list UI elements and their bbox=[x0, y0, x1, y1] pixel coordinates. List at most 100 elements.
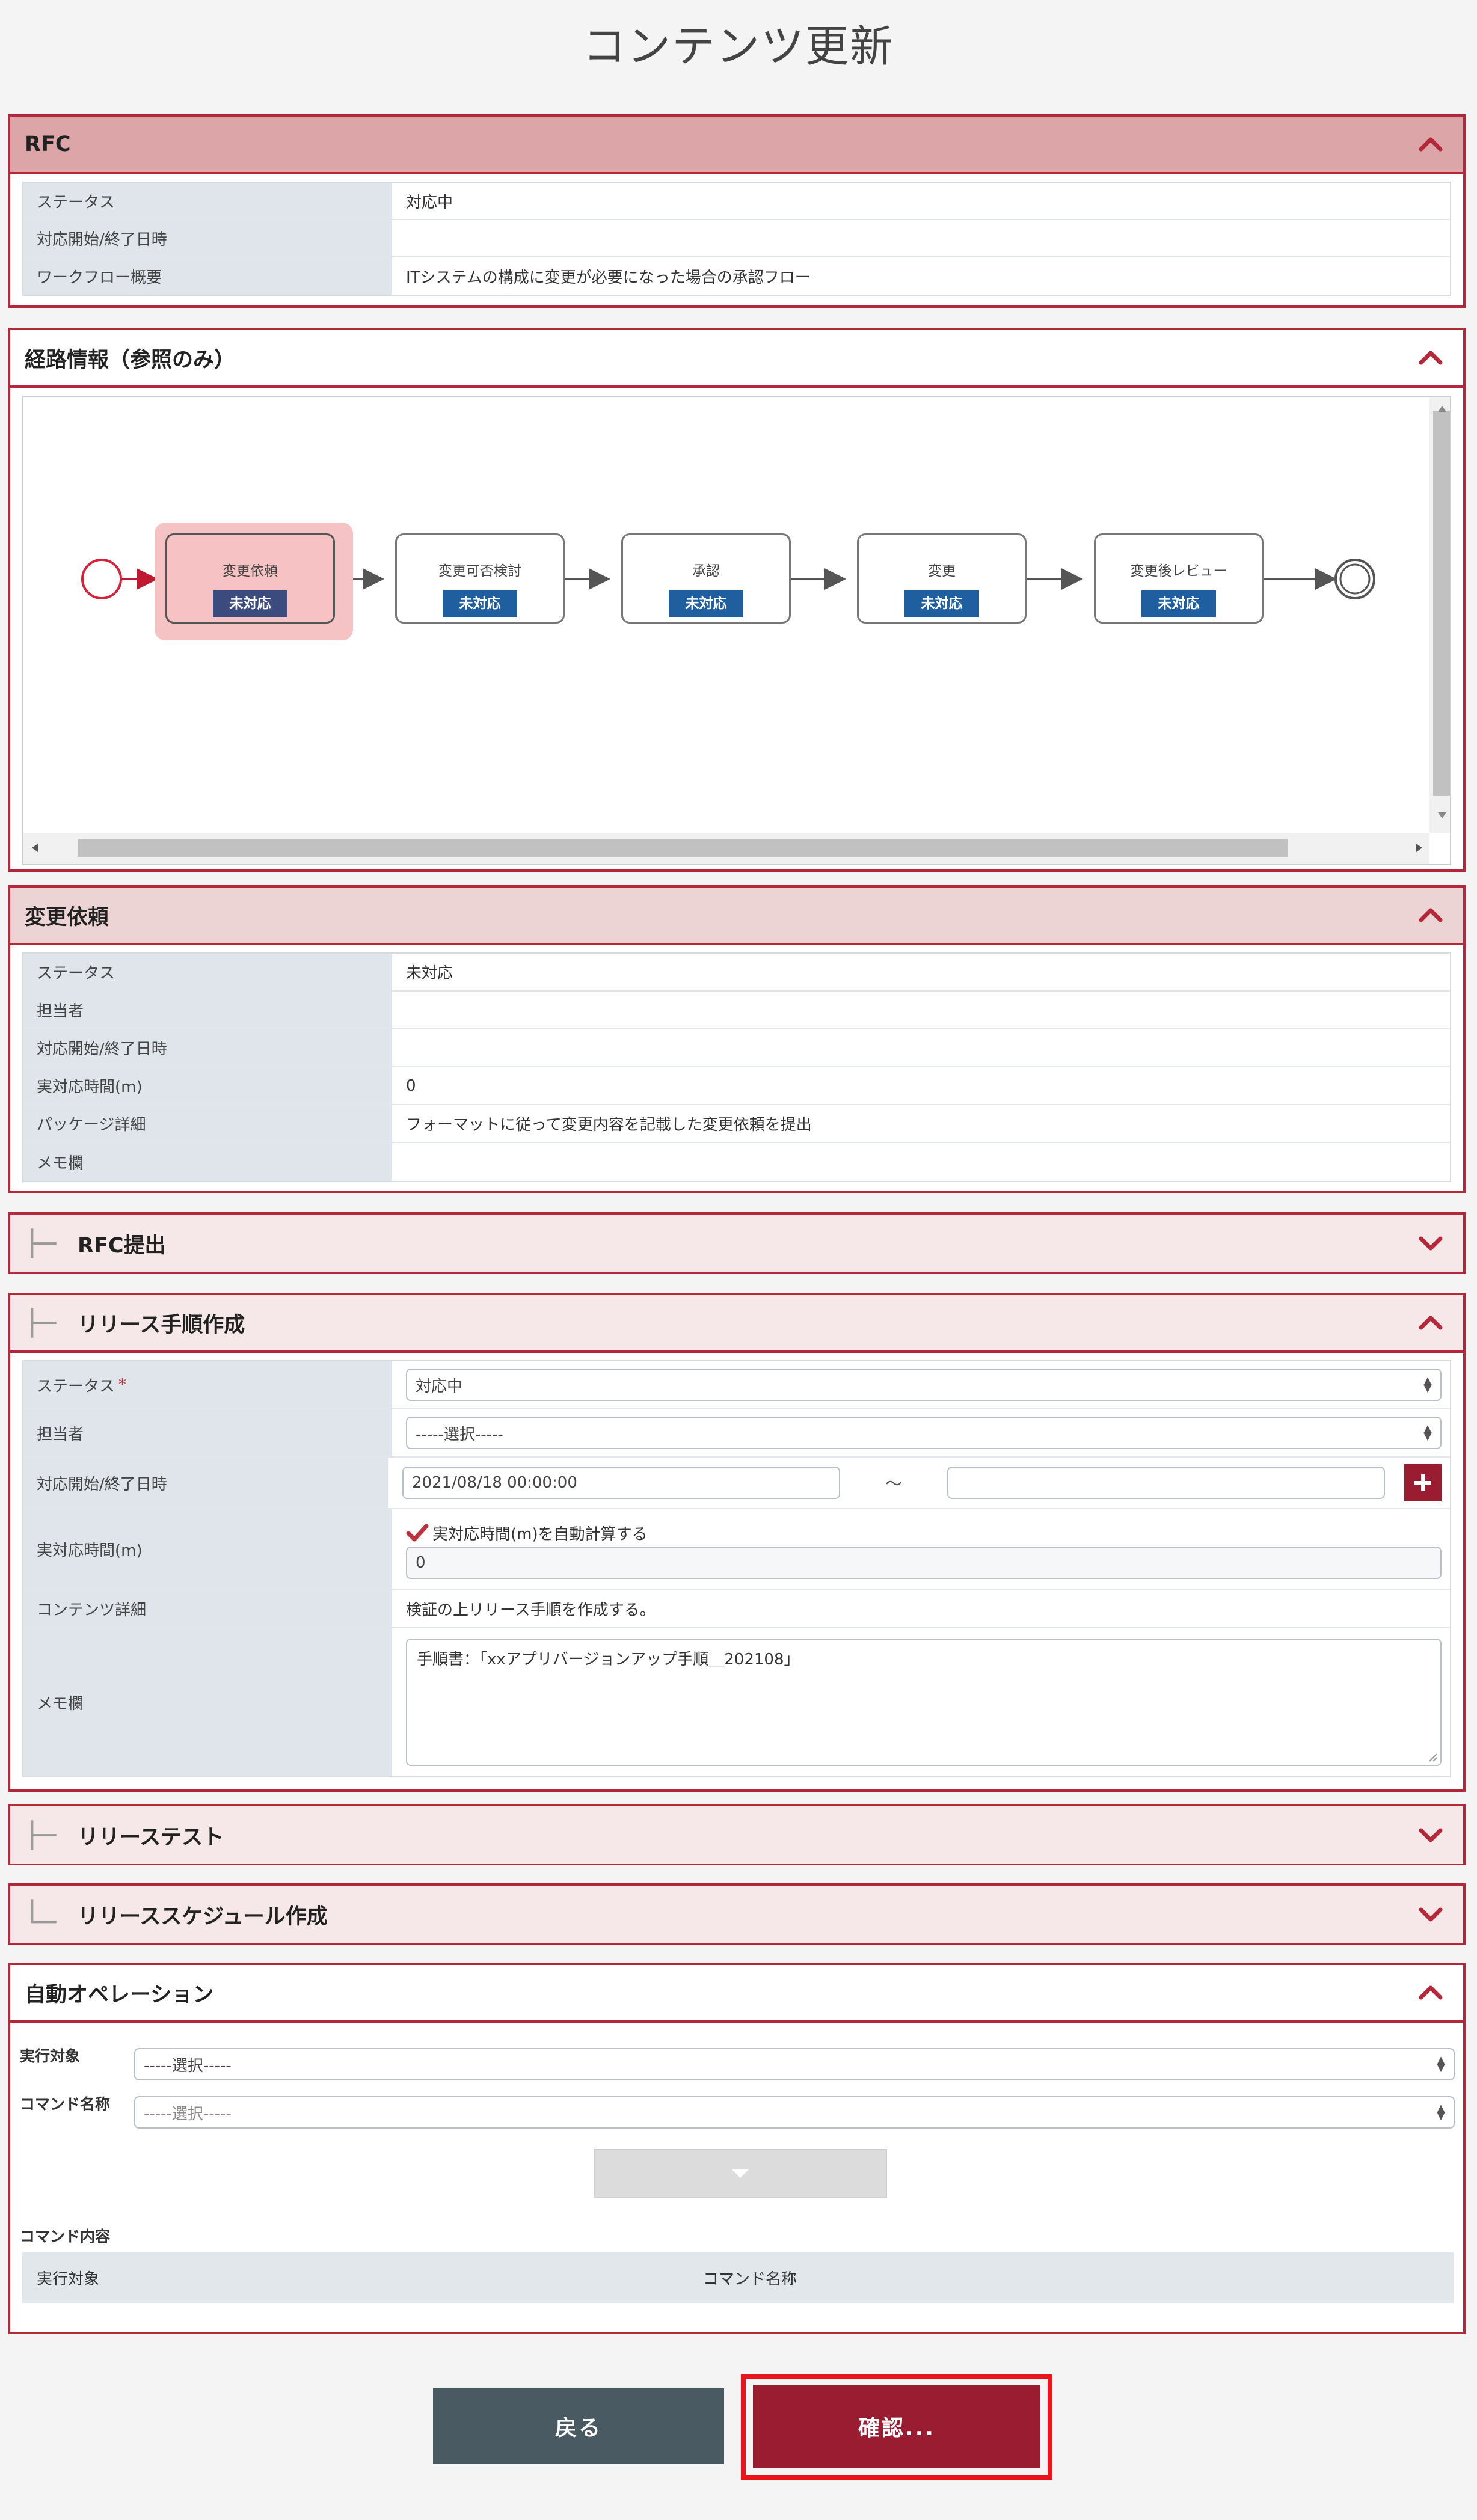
field-value bbox=[392, 1029, 1450, 1066]
form-row-memo: メモ欄 手順書：「xxアプリバージョンアップ手順＿202108」 bbox=[23, 1628, 1450, 1776]
col-target: 実行対象 bbox=[37, 2270, 100, 2289]
table-row: 対応開始/終了日時 bbox=[23, 220, 1450, 257]
end-event-icon bbox=[1334, 559, 1375, 599]
field-value: ITシステムの構成に変更が必要になった場合の承認フロー bbox=[406, 268, 811, 287]
release-procedure-form: ステータス* 対応中 ▲▼ 担当者 -----選択----- ▲▼ 対応開始/終… bbox=[22, 1360, 1451, 1777]
required-mark: * bbox=[118, 1376, 127, 1394]
select-arrows-icon: ▲▼ bbox=[1423, 1375, 1432, 1394]
form-row-status: ステータス* 対応中 ▲▼ bbox=[23, 1361, 1450, 1409]
field-label: ステータス bbox=[23, 954, 392, 990]
node-status-badge: 未対応 bbox=[669, 590, 743, 617]
start-event-icon bbox=[81, 559, 122, 599]
workflow-node-change[interactable]: 変更 未対応 bbox=[857, 533, 1027, 624]
field-value: 対応中 bbox=[406, 193, 453, 212]
select-arrows-icon: ▲▼ bbox=[1437, 2054, 1445, 2074]
node-label: 変更後レビュー bbox=[1130, 563, 1227, 579]
table-row: パッケージ詳細フォーマットに従って変更内容を記載した変更依頼を提出 bbox=[23, 1105, 1450, 1143]
rfc-submit-header[interactable]: RFC提出 bbox=[10, 1215, 1463, 1272]
auto-operation-panel: 自動オペレーション 実行対象 -----選択----- ▲▼ コマンド名称 --… bbox=[8, 1963, 1466, 2334]
release-test-header[interactable]: リリーステスト bbox=[10, 1806, 1463, 1864]
form-row-datetime: 対応開始/終了日時 2021/08/18 00:00:00 ～ bbox=[23, 1458, 1450, 1509]
workflow-node-feasibility[interactable]: 変更可否検討 未対応 bbox=[395, 533, 565, 624]
chevron-up-icon[interactable] bbox=[1413, 1975, 1449, 2011]
assignee-select[interactable]: -----選択----- ▲▼ bbox=[406, 1417, 1442, 1449]
content-value: 検証の上リリース手順を作成する。 bbox=[406, 1601, 656, 1619]
release-procedure-header[interactable]: リリース手順作成 bbox=[10, 1295, 1463, 1353]
node-status-badge: 未対応 bbox=[1141, 590, 1216, 617]
memo-label: メモ欄 bbox=[23, 1628, 392, 1776]
rfc-panel-header[interactable]: RFC bbox=[10, 117, 1463, 174]
plus-icon[interactable] bbox=[1404, 1464, 1442, 1501]
add-command-button[interactable] bbox=[594, 2149, 887, 2198]
node-status-badge: 未対応 bbox=[904, 590, 979, 617]
release-schedule-header[interactable]: リリーススケジュール作成 bbox=[10, 1886, 1463, 1943]
rfc-panel-title: RFC bbox=[25, 132, 71, 156]
assignee-label: 担当者 bbox=[23, 1409, 392, 1456]
route-panel-title: 経路情報（参照のみ） bbox=[25, 348, 236, 372]
node-label: 変更依頼 bbox=[223, 563, 278, 579]
resize-handle-icon[interactable] bbox=[1426, 1750, 1438, 1762]
change-request-header[interactable]: 変更依頼 bbox=[10, 888, 1463, 945]
status-label: ステータス bbox=[37, 1377, 115, 1396]
target-label: 実行対象 bbox=[20, 2047, 81, 2065]
command-select[interactable]: -----選択----- ▲▼ bbox=[134, 2096, 1455, 2129]
form-row-assignee: 担当者 -----選択----- ▲▼ bbox=[23, 1409, 1450, 1458]
chevron-up-icon[interactable] bbox=[1413, 340, 1449, 376]
content-label: コンテンツ詳細 bbox=[23, 1590, 392, 1627]
rfc-panel: RFC ステータス 対応中 対応開始/終了日時 ワークフロー概要 ITシステムの… bbox=[8, 114, 1466, 308]
chevron-down-icon[interactable] bbox=[1413, 1817, 1449, 1853]
field-value: フォーマットに従って変更内容を記載した変更依頼を提出 bbox=[406, 1116, 812, 1134]
field-label: 実対応時間(m) bbox=[23, 1067, 392, 1104]
caret-down-icon bbox=[732, 2169, 749, 2178]
route-panel: 経路情報（参照のみ） bbox=[8, 328, 1466, 872]
status-select[interactable]: 対応中 ▲▼ bbox=[406, 1369, 1442, 1401]
workflow-node-review[interactable]: 変更後レビュー 未対応 bbox=[1094, 533, 1264, 624]
actual-time-input[interactable]: 0 bbox=[406, 1547, 1442, 1579]
select-arrows-icon: ▲▼ bbox=[1437, 2102, 1445, 2122]
node-status-badge: 未対応 bbox=[443, 590, 517, 617]
form-row-actual-time: 実対応時間(m) 実対応時間(m)を自動計算する 0 bbox=[23, 1509, 1450, 1590]
field-label: メモ欄 bbox=[23, 1143, 392, 1181]
workflow-node-change-request[interactable]: 変更依頼 未対応 bbox=[165, 533, 335, 624]
rfc-info-table: ステータス 対応中 対応開始/終了日時 ワークフロー概要 ITシステムの構成に変… bbox=[22, 182, 1451, 296]
auto-calc-checkbox[interactable]: 実対応時間(m)を自動計算する bbox=[406, 1519, 1442, 1547]
col-command: コマンド名称 bbox=[703, 2270, 797, 2289]
table-row: ステータス 対応中 bbox=[23, 183, 1450, 220]
chevron-up-icon[interactable] bbox=[1413, 1305, 1449, 1341]
workflow-connectors bbox=[23, 397, 1450, 864]
chevron-up-icon[interactable] bbox=[1413, 126, 1449, 162]
tree-branch-icon bbox=[25, 1225, 62, 1262]
actual-time-label: 実対応時間(m) bbox=[23, 1509, 392, 1589]
field-value bbox=[392, 220, 1450, 256]
field-value: 未対応 bbox=[406, 964, 453, 983]
confirm-button[interactable]: 確認... bbox=[753, 2385, 1040, 2468]
field-label: ステータス bbox=[23, 183, 392, 219]
chevron-down-icon[interactable] bbox=[1413, 1225, 1449, 1262]
field-label: ワークフロー概要 bbox=[23, 257, 392, 295]
back-button[interactable]: 戻る bbox=[433, 2388, 724, 2464]
target-select[interactable]: -----選択----- ▲▼ bbox=[134, 2048, 1455, 2080]
node-status-badge: 未対応 bbox=[213, 590, 287, 617]
release-schedule-title: リリーススケジュール作成 bbox=[78, 1904, 328, 1929]
memo-textarea[interactable]: 手順書：「xxアプリバージョンアップ手順＿202108」 bbox=[406, 1639, 1442, 1766]
end-datetime-input[interactable] bbox=[947, 1467, 1385, 1499]
field-value bbox=[392, 1143, 1450, 1181]
auto-operation-title: 自動オペレーション bbox=[25, 1982, 214, 2007]
auto-operation-header[interactable]: 自動オペレーション bbox=[10, 1965, 1463, 2023]
chevron-down-icon[interactable] bbox=[1413, 1896, 1449, 1933]
route-panel-header[interactable]: 経路情報（参照のみ） bbox=[10, 330, 1463, 388]
field-label: 対応開始/終了日時 bbox=[23, 1029, 392, 1066]
table-row: 担当者 bbox=[23, 992, 1450, 1029]
release-schedule-panel: リリーススケジュール作成 bbox=[8, 1883, 1466, 1945]
check-icon bbox=[406, 1524, 429, 1542]
command-table-header: 実行対象 コマンド名称 bbox=[22, 2252, 1454, 2303]
table-row: メモ欄 bbox=[23, 1143, 1450, 1181]
workflow-diagram: 変更依頼 未対応 変更可否検討 未対応 承認 未対応 変更 未対応 変更後レビュ… bbox=[22, 396, 1451, 865]
node-label: 変更可否検討 bbox=[438, 563, 521, 579]
start-datetime-input[interactable]: 2021/08/18 00:00:00 bbox=[402, 1467, 840, 1499]
table-row: ワークフロー概要 ITシステムの構成に変更が必要になった場合の承認フロー bbox=[23, 257, 1450, 295]
workflow-node-approval[interactable]: 承認 未対応 bbox=[621, 533, 791, 624]
chevron-up-icon[interactable] bbox=[1413, 897, 1449, 933]
range-separator: ～ bbox=[885, 1474, 902, 1494]
field-value: 0 bbox=[406, 1076, 416, 1095]
